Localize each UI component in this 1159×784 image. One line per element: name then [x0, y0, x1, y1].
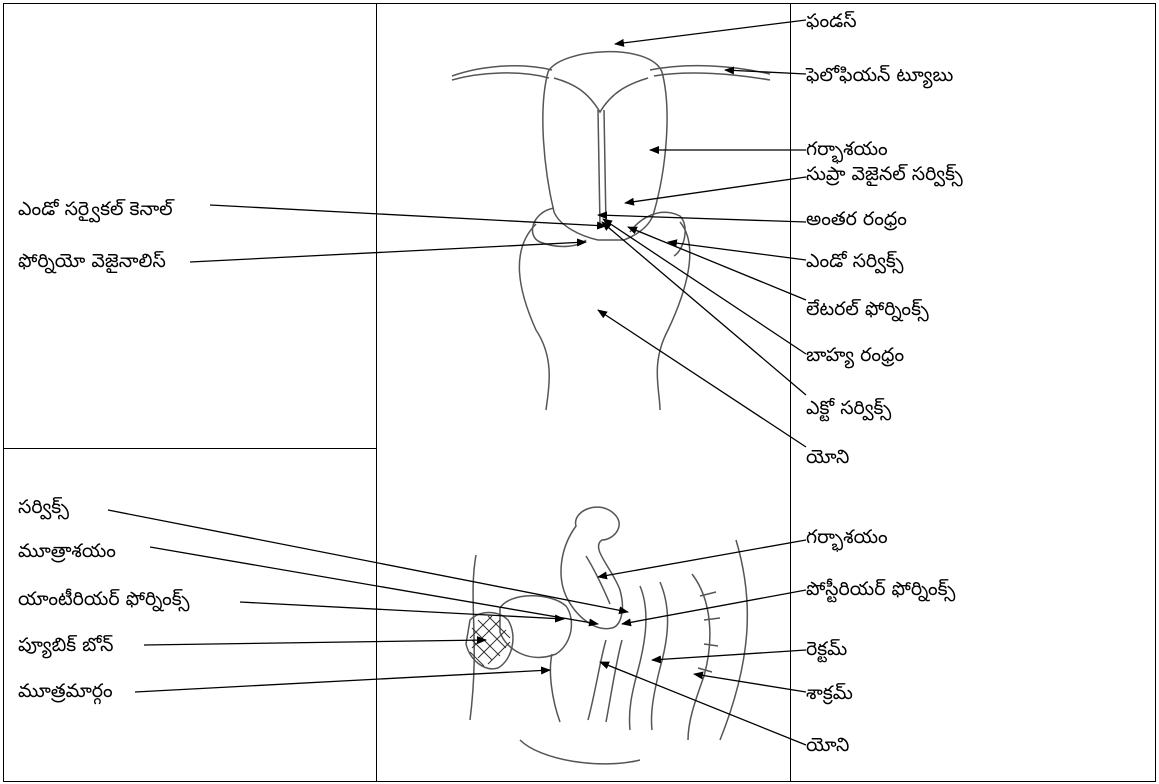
label-endocervix: ఎండో సర్విక్స్ — [806, 250, 904, 272]
sacrum-segments — [698, 592, 720, 672]
body-wall-right — [720, 540, 747, 740]
label-vagina-lower: యోని — [806, 734, 849, 756]
label-fundus: ఫండస్ — [806, 10, 857, 32]
left-fallopian-tube — [452, 66, 552, 76]
rectum — [629, 586, 645, 730]
cervix-left-lip — [532, 208, 586, 246]
vaginal-wall-left — [519, 224, 549, 410]
label-fornix-vaginalis: ఫోర్నియో వెజైనాలిస్ — [18, 250, 166, 272]
uterus-sagittal — [561, 507, 622, 629]
label-sacrum: శాక్రమ్ — [806, 682, 853, 704]
label-fallopian-tube: ఫెలోఫియన్ ట్యూబు — [806, 64, 953, 86]
label-pubic-bone: ప్యూబిక్ బోన్ — [18, 634, 114, 656]
label-internal-os: అంతర రంధ్రం — [806, 208, 907, 230]
left-fallopian-tube-lower — [452, 73, 549, 80]
label-external-os: బాహ్య రంధ్రం — [806, 344, 904, 366]
label-urethra: మూత్రమార్గం — [18, 680, 113, 702]
label-uterus: గర్భాశయం — [806, 138, 888, 160]
label-vagina-upper: యోని — [806, 446, 849, 468]
label-anterior-fornix: యాంటీరియర్ ఫోర్నింక్స్ — [18, 588, 189, 610]
label-bladder: మూత్రాశయం — [18, 540, 116, 562]
label-cervix: సర్విక్స్ — [18, 496, 69, 518]
right-fallopian-tube-lower — [654, 73, 770, 80]
urethra — [550, 654, 560, 722]
label-posterior-fornix: పోస్టీరియర్ ఫోర్నింక్స్ — [806, 578, 955, 600]
uterine-cavity — [554, 78, 648, 112]
lower-contour — [520, 740, 640, 764]
vagina-sagittal-back — [606, 640, 622, 722]
rectum-back — [651, 582, 667, 730]
uterus-front-drawing — [452, 52, 770, 410]
upper-right-pointers — [598, 20, 806, 447]
label-lateral-fornix: లేటరల్ ఫోర్నింక్స్ — [806, 298, 929, 320]
cervix-right-lip — [630, 212, 685, 256]
label-endocervical-canal: ఎండో సర్వైకల్ కెనాల్ — [18, 198, 173, 220]
vagina-sagittal — [588, 640, 606, 720]
label-ectocervix: ఎక్టో సర్విక్స్ — [806, 397, 891, 419]
label-supravaginal-cervix: సుప్రా వెజైనల్ సర్విక్స్ — [806, 163, 963, 185]
upper-left-pointers — [190, 205, 606, 262]
label-uterus-lower: గర్భాశయం — [806, 526, 888, 548]
label-rectum: రెక్టమ్ — [806, 638, 847, 660]
